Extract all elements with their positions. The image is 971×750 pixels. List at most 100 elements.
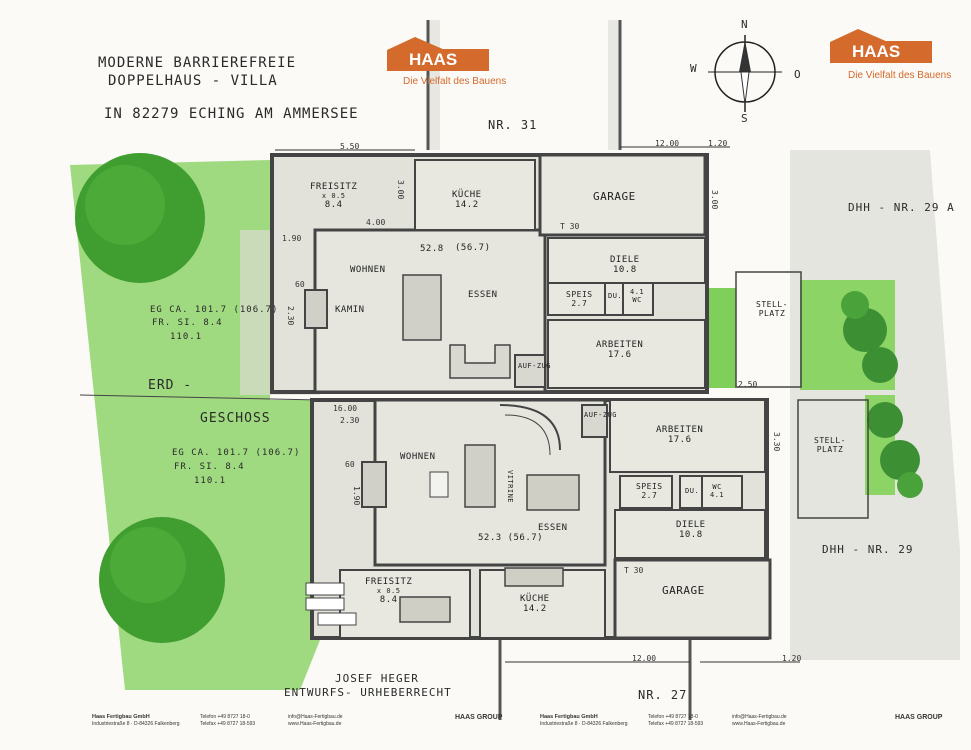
footer-website[interactable]: www.Haas-Fertigbau.de [732,721,786,727]
room-du-lower: DU. [685,487,700,495]
room-area: 2.7 [641,491,658,500]
footer-company-2: Haas Fertigbau GmbH Industriestraße 8 · … [540,714,628,728]
room-area: 4.1 [630,288,645,296]
dim: 1.20 [708,139,728,148]
footer-contact: Telefon +49 8727 18-0 Telefax +49 8727 1… [200,714,255,728]
room-freisitz-upper: FREISITZ x 0.5 8.4 [310,182,357,210]
dim: 2.30 [286,306,295,326]
room-area: 14.2 [454,200,479,210]
area-note-line: 110.1 [170,332,203,342]
dim: 2.30 [340,416,360,425]
plot-nr-31: NR. 31 [488,118,538,132]
room-name: ARBEITEN [656,425,704,435]
room-wohnen-lower: WOHNEN [400,452,436,462]
footer-address: Industriestraße 8 · D-84326 Falkenberg [540,721,628,727]
footer-fax-label: Telefax [648,721,664,727]
footer-company: Haas Fertigbau GmbH Industriestraße 8 · … [92,714,180,728]
title-line2: DOPPELHAUS - VILLA [108,73,278,89]
room-arbeiten-upper: ARBEITEN 17.6 [596,340,643,360]
footer-address: Industriestraße 8 · D-84326 Falkenberg [92,721,180,727]
dim: 1.90 [352,486,361,506]
plot-nr-27: NR. 27 [638,688,688,702]
room-wc-upper: 4.1 WC [630,288,644,304]
footer-company-name: Haas Fertigbau GmbH [540,714,598,720]
room-kamin-upper: KAMIN [335,305,365,315]
room-kueche-lower: KÜCHE 14.2 [520,594,550,614]
dim: 12.00 [632,654,657,663]
compass-s: S [741,112,749,125]
room-name: DIELE [676,520,706,530]
footer-group-left: HAAS GROUP [455,714,503,721]
room-garage-upper: GARAGE [593,190,636,203]
footer-web-2: info@Haas-Fertigbau.de www.Haas-Fertigba… [732,714,787,728]
room-area: 17.6 [667,435,692,445]
logo-tagline: Die Vielfalt des Bauens [403,76,507,87]
room-sub: x 0.5 [376,587,401,595]
footer-company-name: Haas Fertigbau GmbH [92,714,150,720]
dim: 1.20 [782,654,802,663]
floor-label-erd: ERD - [148,378,193,393]
room-name: ARBEITEN [596,340,644,350]
footer-tel: +49 8727 18-0 [217,714,250,720]
compass-o: O [794,68,802,81]
room-aufzug-lower: AUF-ZUG [584,411,618,419]
room-wohnen-upper: WOHNEN [350,265,386,275]
plot-dhh-29a: DHH - NR. 29 A [848,201,955,214]
compass-w: W [690,62,698,75]
compass-n: N [741,18,749,31]
room-diele-upper: DIELE 10.8 [610,255,640,275]
dim: 12.00 [655,139,680,148]
footer-fax: +49 8727 18-593 [665,721,704,727]
logo-word: HAAS [409,50,458,69]
room-area: 2.7 [571,299,588,308]
area-note-line: FR. SI. 8.4 [152,318,223,328]
room-diele-lower: DIELE 10.8 [676,520,706,540]
dim: 60 [345,460,355,469]
dim: 3.00 [396,180,405,200]
room-sub: x 0.5 [321,192,346,200]
room-essen-lower: ESSEN [538,523,568,533]
room-stellplatz-upper: STELL-PLATZ [756,300,788,318]
footer-website[interactable]: www.Haas-Fertigbau.de [288,721,342,727]
dim: 2.50 [738,380,758,389]
footer-email[interactable]: info@Haas-Fertigbau.de [288,714,343,720]
copyright-line: ENTWURFS- URHEBERRECHT [284,686,452,699]
room-name: DIELE [610,255,640,265]
room-essen-area-upper: (56.7) [455,243,491,253]
area-note-line: EG CA. 101.7 (106.7) [150,305,279,315]
stellplatz-green-upper [706,288,736,388]
room-stellplatz-lower: STELL-PLATZ [814,436,846,454]
copyright-name: JOSEF HEGER [335,672,419,685]
room-speis-upper: SPEIS 2.7 [566,290,593,308]
room-area: 14.2 [522,604,547,614]
room-du-upper: DU. [608,292,623,300]
area-note-line: EG CA. 101.7 (106.7) [172,448,301,458]
room-area: 10.8 [678,530,703,540]
footer-tel-label: Telefon [648,714,665,720]
footer-contact-2: Telefon +49 8727 18-0 Telefax +49 8727 1… [648,714,703,728]
room-arbeiten-lower: ARBEITEN 17.6 [656,425,703,445]
footer-email[interactable]: info@Haas-Fertigbau.de [732,714,787,720]
room-aufzug-upper: AUF-ZUG [518,362,552,370]
room-kueche-upper: KÜCHE 14.2 [452,190,482,210]
title-line3: IN 82279 ECHING AM AMMERSEE [104,106,359,122]
room-freisitz-lower: FREISITZ x 0.5 8.4 [365,577,412,605]
footer-group-right: HAAS GROUP [895,714,943,721]
room-name: KÜCHE [520,594,550,604]
room-speis-lower: SPEIS 2.7 [636,482,663,500]
logo-word: HAAS [852,42,901,61]
room-name: SPEIS [566,290,593,299]
footer-tel: +49 8727 18-0 [665,714,698,720]
room-name: WC [712,483,722,491]
logo-tagline: Die Vielfalt des Bauens [848,70,952,81]
room-wohnen-area-upper: 52.8 [420,244,444,254]
room-essen-area-lower: 52.3 (56.7) [478,533,544,543]
room-name: FREISITZ [310,182,358,192]
room-area: 8.4 [379,595,398,605]
room-vitrine-lower: VITRINE [506,470,514,504]
floor-label-geschoss: GESCHOSS [200,411,271,426]
room-area: 17.6 [607,350,632,360]
room-name: SPEIS [636,482,663,491]
title-line1: MODERNE BARRIEREFREIE [98,55,297,71]
